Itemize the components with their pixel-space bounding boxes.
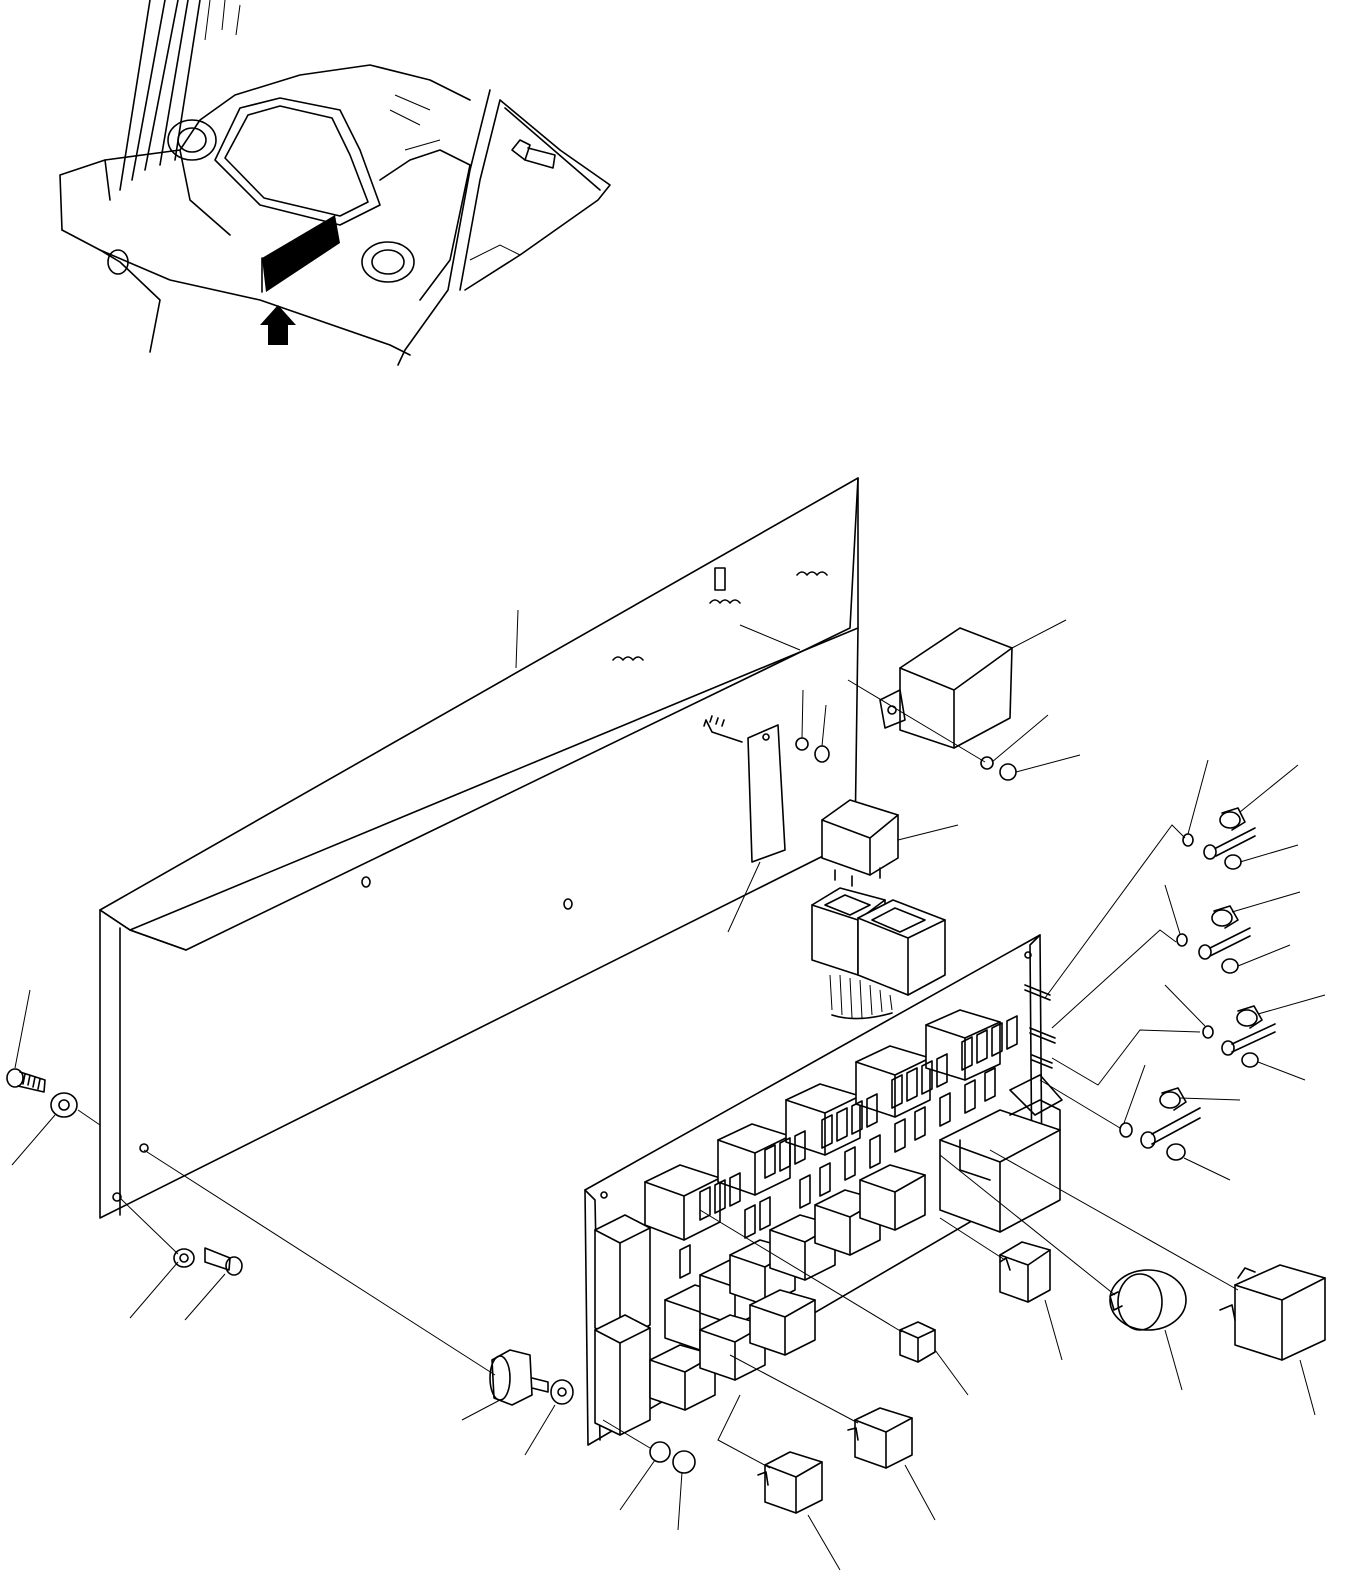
fastener-sets-right [1039,759,1326,1181]
fuse-relay-board [584,934,1063,1446]
fasteners-left [6,989,243,1321]
spacer-and-washer [143,1149,696,1531]
location-arrow-icon [260,305,296,345]
relay-large-top [739,619,1081,781]
bracket-strip [703,689,830,933]
relay-and-sockets [811,799,959,1020]
inset-cab-view [59,0,611,366]
fuse-box-highlight [262,215,340,292]
loose-components [699,1149,1326,1571]
mounting-panel [99,477,859,1219]
